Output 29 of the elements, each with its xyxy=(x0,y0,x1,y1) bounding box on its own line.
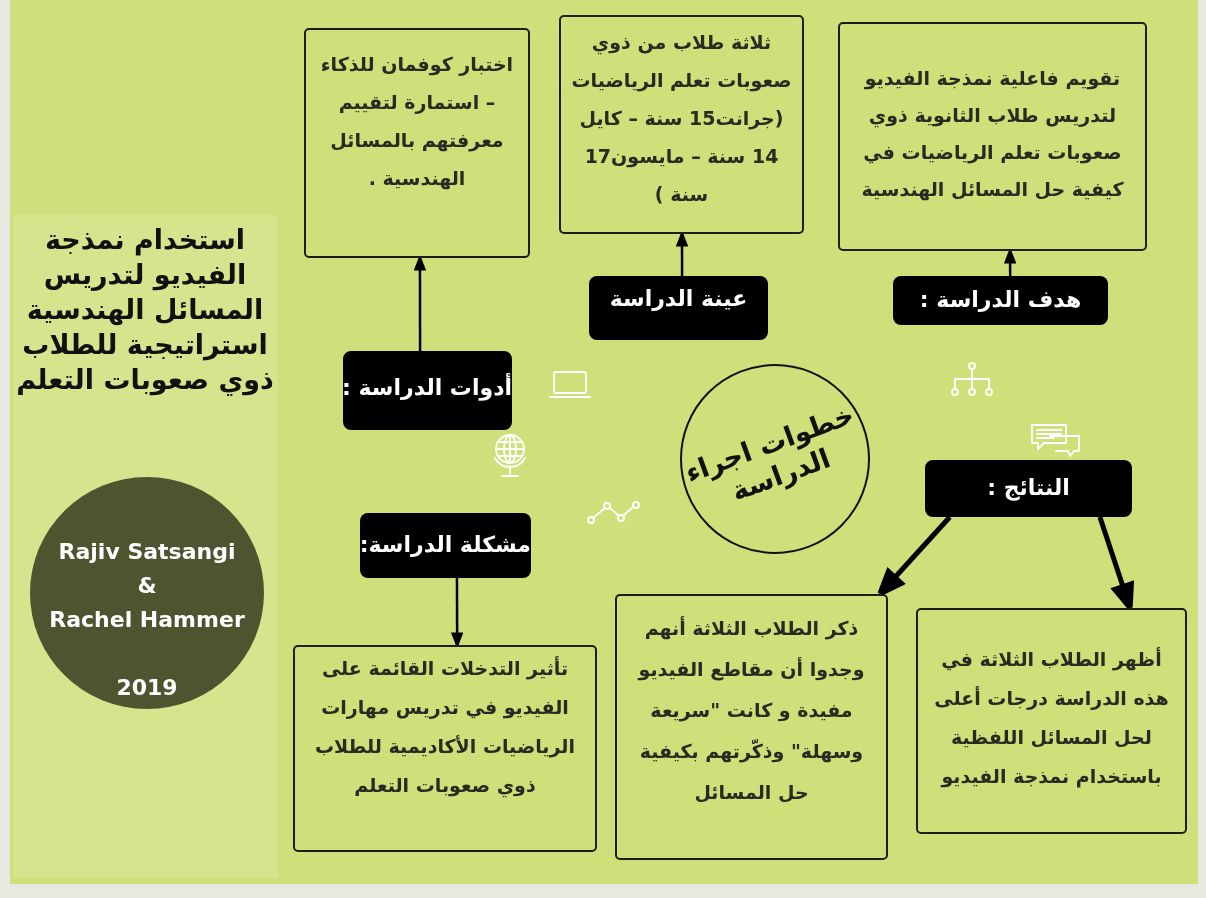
box-text: تأثير التدخلات القائمة على الفيديو في تدريس مهارات الرياضيات الأكاديمية للطلاب ذوي صعوبات التعلم xyxy=(314,655,576,800)
center-circle xyxy=(680,364,870,554)
circle-text: خطوات اجراء الدراسة xyxy=(679,397,859,509)
box-text: ثلاثة طلاب من ذوي صعوبات تعلم الرياضيات (جرانت15 سنة – كايل 14 سنة – مايسون17 سنة ) xyxy=(570,30,793,207)
box-text: أظهر الطلاب الثلاثة في هذه الدراسة درجات أعلى لحل المسائل اللفظية باستخدام نمذجة الفيديو xyxy=(933,646,1170,790)
section-label xyxy=(893,276,1108,325)
label-text: أدوات الدراسة : xyxy=(343,373,512,403)
box-text: اختبار كوفمان للذكاء – استمارة لتقييم معرفتهم بالمسائل الهندسية . xyxy=(319,52,515,192)
label-text: عينة الدراسة xyxy=(609,285,748,313)
label-text: مشكلة الدراسة: xyxy=(360,531,531,559)
label-text: النتائج : xyxy=(987,474,1070,503)
credit-text: Rachel Hammer xyxy=(49,606,245,634)
text-box xyxy=(615,594,888,860)
text-box xyxy=(293,645,597,852)
diagram-title: استخدام نمذجة الفيديو لتدريس المسائل الهندسية استراتيجية للطلاب ذوي صعوبات التعلم xyxy=(15,223,275,397)
credit-text: & xyxy=(137,572,157,600)
text-box xyxy=(838,22,1147,251)
credit-text: Rajiv Satsangi xyxy=(58,538,236,566)
text-box xyxy=(916,608,1187,834)
section-label xyxy=(343,351,512,430)
section-label xyxy=(360,513,531,578)
credit-text: 2019 xyxy=(116,674,178,702)
section-label xyxy=(925,460,1132,517)
section-label xyxy=(589,276,768,340)
box-text: تقويم فاعلية نمذجة الفيديو لتدريس طلاب الثانوية ذوي صعوبات تعلم الرياضيات في كيفية حل المسائل الهندسية xyxy=(860,66,1125,203)
box-text: ذكر الطلاب الثلاثة أنهم وجدوا أن مقاطع الفيديو مفيدة و كانت "سريعة وسهلة" وذكّرتهم بكيفية حل المسائل xyxy=(636,615,866,805)
text-box xyxy=(304,28,530,258)
label-text: هدف الدراسة : xyxy=(919,286,1082,314)
text-box xyxy=(559,15,804,234)
